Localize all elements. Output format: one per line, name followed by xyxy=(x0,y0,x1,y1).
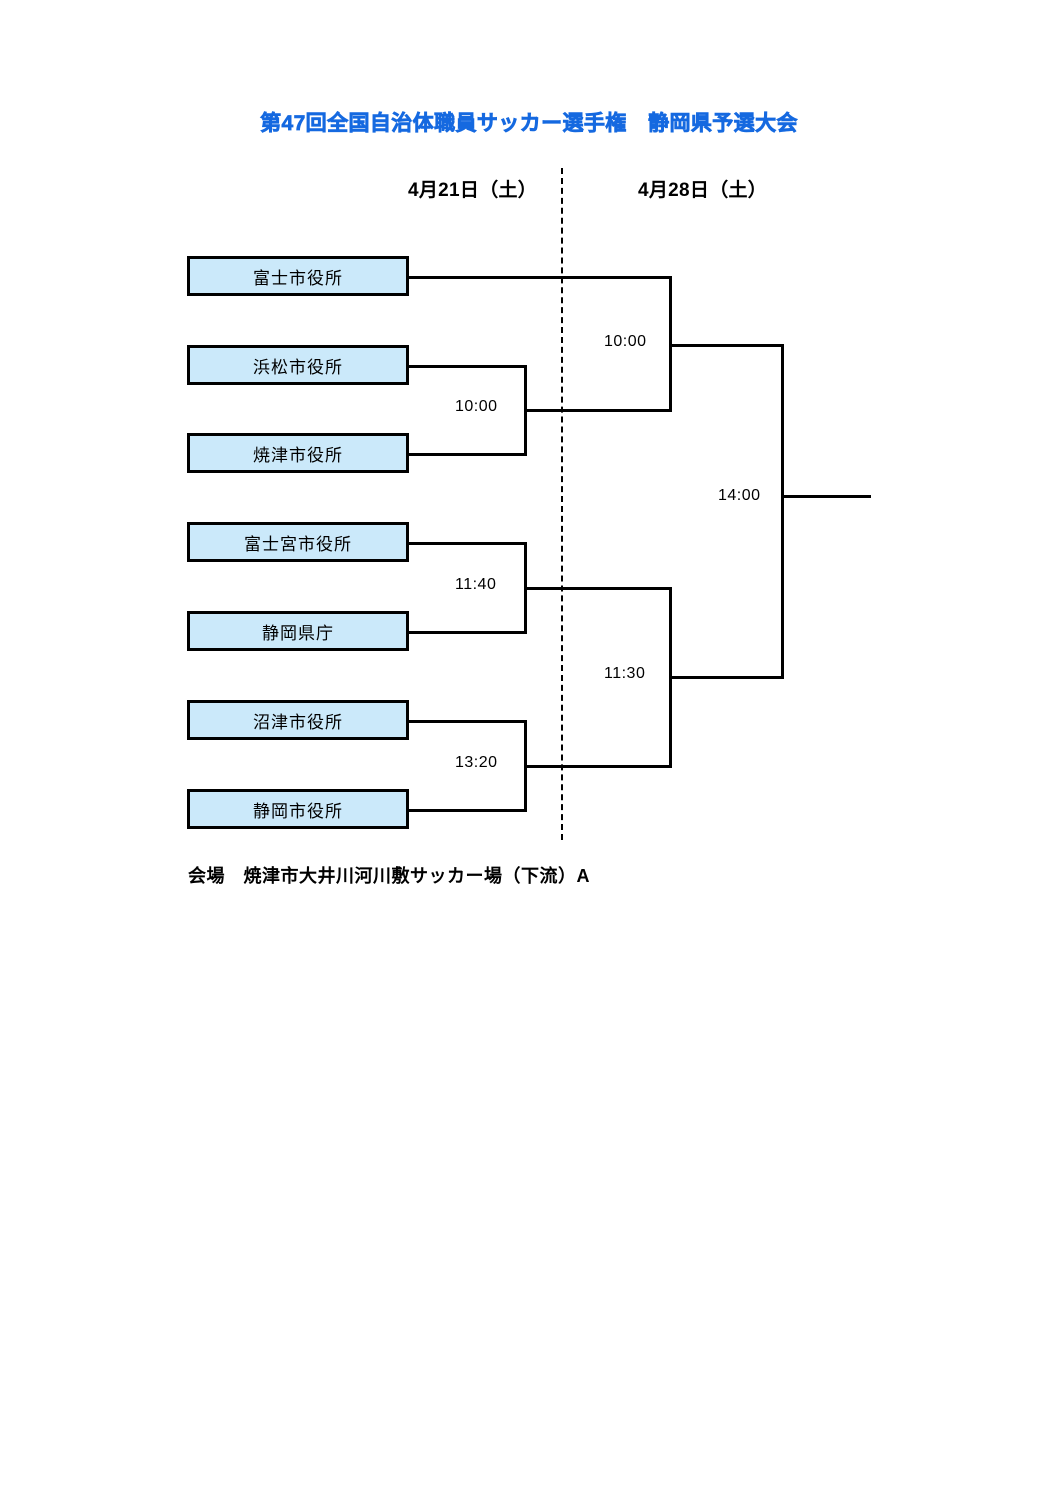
bracket-line-team4-in xyxy=(409,542,525,545)
page-title: 第47回全国自治体職員サッカー選手権 静岡県予選大会 xyxy=(260,112,798,136)
match-time-final: 14:00 xyxy=(718,487,761,504)
team-box-fujinomiya-shiyakusho[interactable]: 富士宮市役所 xyxy=(187,522,409,562)
bracket-line-team3-in xyxy=(409,453,525,456)
match-time-r1m2: 11:40 xyxy=(455,576,497,593)
bracket-line-r1m2-out xyxy=(524,587,671,590)
team-box-shizuoka-shiyakusho[interactable]: 静岡市役所 xyxy=(187,789,409,829)
match-time-r1m3: 13:20 xyxy=(455,754,498,771)
team-box-yaizu-shiyakusho[interactable]: 焼津市役所 xyxy=(187,433,409,473)
day-divider-dashed-line xyxy=(561,168,563,840)
team-box-numazu-shiyakusho[interactable]: 沼津市役所 xyxy=(187,700,409,740)
bracket-line-final-winner xyxy=(781,495,871,498)
match-time-semifinal2: 11:30 xyxy=(604,665,646,682)
date-heading-round2: 4月28日（土） xyxy=(638,180,768,201)
bracket-line-team2-in xyxy=(409,365,525,368)
bracket-line-team7-in xyxy=(409,809,525,812)
venue-label: 会場 焼津市大井川河川敷サッカー場（下流）A xyxy=(188,866,590,886)
bracket-line-r1m1-out xyxy=(524,409,671,412)
bracket-line-semifinal2-out xyxy=(669,676,783,679)
match-time-semifinal1: 10:00 xyxy=(604,333,647,350)
bracket-line-r1m3-out xyxy=(524,765,671,768)
date-heading-round1: 4月21日（土） xyxy=(408,180,538,201)
bracket-line-team6-in xyxy=(409,720,525,723)
team-box-fuji-shiyakusho[interactable]: 富士市役所 xyxy=(187,256,409,296)
bracket-line-team1-to-semifinal1 xyxy=(409,276,671,279)
team-box-hamamatsu-shiyakusho[interactable]: 浜松市役所 xyxy=(187,345,409,385)
team-box-shizuoka-kencho[interactable]: 静岡県庁 xyxy=(187,611,409,651)
bracket-line-team5-in xyxy=(409,631,525,634)
bracket-connector-final xyxy=(781,344,784,679)
match-time-r1m1: 10:00 xyxy=(455,398,498,415)
bracket-line-semifinal1-out xyxy=(669,344,783,347)
